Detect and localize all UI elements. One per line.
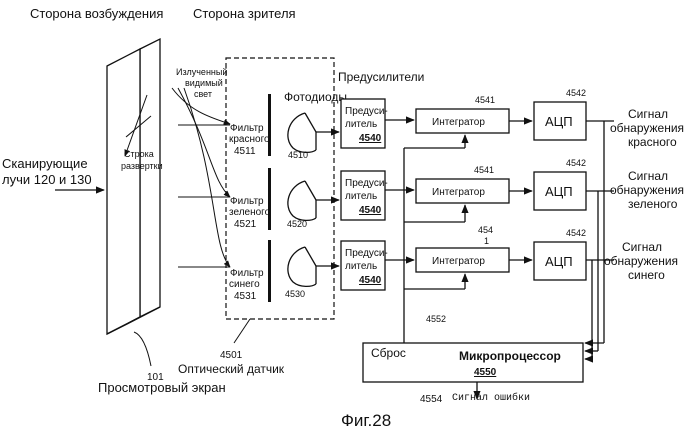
preamp-red-ref: 4540 — [359, 133, 382, 144]
scan-line-label-1: Строка — [124, 149, 154, 159]
filter-green-ref: 4521 — [234, 219, 257, 230]
preamp-blue-ref: 4540 — [359, 275, 382, 286]
adc-output-lines — [585, 121, 614, 359]
filter-red-label-1: Фильтр — [230, 123, 264, 134]
viewer-side-label: Сторона зрителя — [193, 6, 296, 21]
emitted-light-rays — [172, 88, 230, 267]
integrator-green-label: Интегратор — [432, 187, 485, 198]
signal-red-label-2: обнаружения — [610, 121, 684, 135]
emitted-light-label-3: свет — [194, 89, 212, 99]
microprocessor-ref: 4550 — [474, 367, 497, 378]
integrator-blue-ref-2: 1 — [484, 236, 489, 246]
filter-blue-label-1: Фильтр — [230, 268, 264, 279]
microprocessor-label: Микропроцессор — [459, 349, 561, 363]
channel-blue: Фильтр синего 4531 4530 Предуси- литель … — [229, 225, 678, 302]
photodiode-red — [288, 113, 316, 152]
filter-blue-ref: 4531 — [234, 291, 257, 302]
adc-green-ref: 4542 — [566, 158, 586, 168]
preamp-red-label-1: Предуси- — [345, 106, 388, 117]
viewing-screen — [107, 39, 160, 334]
integrator-blue-ref-1: 454 — [478, 225, 493, 235]
filter-blue-label-2: синего — [229, 279, 260, 290]
preamp-blue-label-2: литель — [345, 261, 377, 272]
screen-leader-line — [134, 332, 151, 366]
integrator-red-label: Интегратор — [432, 117, 485, 128]
signal-blue-label-1: Сигнал — [622, 240, 662, 254]
signal-blue-label-2: обнаружения — [604, 254, 678, 268]
viewing-screen-label: Просмотровый экран — [98, 380, 226, 395]
preamp-blue-label-1: Предуси- — [345, 248, 388, 259]
preamp-green-label-2: литель — [345, 191, 377, 202]
adc-blue-label: АЦП — [545, 254, 573, 269]
error-line-ref: 4554 — [420, 394, 443, 405]
adc-red-label: АЦП — [545, 114, 573, 129]
signal-red-label-1: Сигнал — [628, 107, 668, 121]
signal-green-label-3: зеленого — [628, 197, 678, 211]
excitation-side-label: Сторона возбуждения — [30, 6, 163, 21]
photodiode-blue — [288, 247, 316, 286]
filter-blue — [268, 240, 271, 302]
reset-bus-4552 — [404, 135, 465, 343]
adc-red-ref: 4542 — [566, 88, 586, 98]
scanning-beams-label-1: Сканирующие — [2, 156, 88, 171]
filter-green — [268, 168, 271, 230]
adc-blue-ref: 4542 — [566, 228, 586, 238]
filter-green-label-2: зеленого — [229, 207, 271, 218]
optical-sensor-label: Оптический датчик — [178, 362, 285, 376]
preamps-header: Предусилители — [338, 70, 424, 84]
filter-red — [268, 94, 271, 156]
figure-caption: Фиг.28 — [341, 411, 391, 430]
optical-sensor-leader — [234, 319, 250, 343]
filter-red-label-2: красного — [229, 134, 270, 145]
photodiode-green-ref: 4520 — [287, 219, 307, 229]
photodiode-blue-ref: 4530 — [285, 289, 305, 299]
filter-green-label-1: Фильтр — [230, 196, 264, 207]
preamp-green-ref: 4540 — [359, 205, 382, 216]
photodiode-red-ref: 4510 — [288, 150, 308, 160]
filter-red-ref: 4511 — [234, 146, 256, 157]
preamp-red-label-2: литель — [345, 119, 377, 130]
optical-sensor-ref: 4501 — [220, 350, 243, 361]
emitted-light-label-1: Излученный — [176, 67, 227, 77]
reset-bus-ref: 4552 — [426, 314, 446, 324]
signal-blue-label-3: синего — [628, 268, 665, 282]
photodiodes-header: Фотодиоды — [284, 90, 347, 104]
emitted-light-label-2: видимый — [185, 78, 223, 88]
preamp-green-label-1: Предуси- — [345, 178, 388, 189]
photodiode-green — [288, 181, 316, 220]
scanning-beams-label-2: лучи 120 и 130 — [2, 172, 92, 187]
channel-green: Фильтр зеленого 4521 4520 Предуси- лител… — [229, 158, 684, 230]
signal-green-label-1: Сигнал — [628, 169, 668, 183]
integrator-green-ref: 4541 — [474, 165, 494, 175]
integrator-blue-label: Интегратор — [432, 256, 485, 267]
error-signal-label: Сигнал ошибки — [452, 391, 530, 404]
integrator-red-ref: 4541 — [475, 95, 495, 105]
signal-red-label-3: красного — [628, 135, 677, 149]
signal-green-label-2: обнаружения — [610, 183, 684, 197]
adc-green-label: АЦП — [545, 184, 573, 199]
scan-line-label-2: развертки — [121, 161, 163, 171]
reset-label: Сброс — [371, 346, 406, 360]
